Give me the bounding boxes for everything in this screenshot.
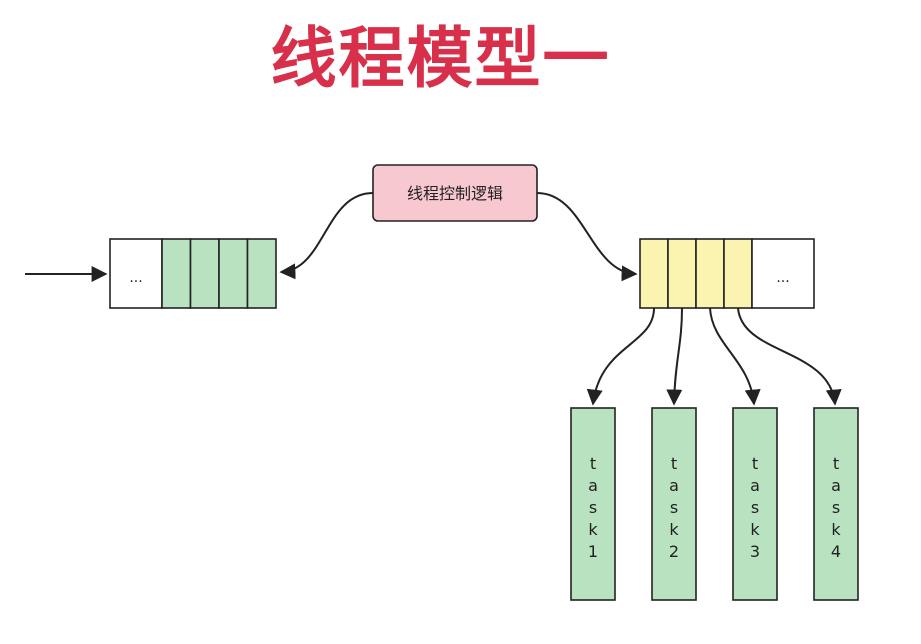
thread-controller: 线程控制逻辑	[372, 164, 538, 222]
worker-queue-slot	[667, 238, 697, 309]
input-queue-slot	[246, 238, 277, 309]
input-queue-overflow-label: ...	[129, 270, 142, 286]
queue-to-task3-arrow	[709, 307, 761, 406]
queue-to-task4-arrow	[737, 307, 842, 406]
input-queue-slot	[218, 238, 249, 309]
task-box	[813, 407, 859, 601]
input-queue: ...	[109, 238, 277, 309]
worker-queue-overflow-label: ...	[776, 270, 789, 286]
controller-label: 线程控制逻辑	[407, 184, 503, 203]
worker-queue-slot	[639, 238, 669, 309]
task-box	[651, 407, 697, 601]
controller-to-worker-arrow	[536, 192, 638, 282]
queue-to-task2-arrow	[666, 307, 683, 406]
controller-to-input-arrow	[279, 192, 374, 280]
input-queue-overflow-cell	[109, 238, 163, 309]
worker-queue-slot	[723, 238, 753, 309]
worker-queue-overflow-cell	[751, 238, 815, 309]
input-queue-slot	[161, 238, 192, 309]
task-box	[570, 407, 616, 601]
worker-queue: ...	[639, 238, 815, 309]
page-title: 线程模型一	[270, 20, 611, 97]
worker-queue-slot	[695, 238, 725, 309]
queue-to-task1-arrow	[586, 307, 655, 406]
task-box	[732, 407, 778, 601]
input-queue-slot	[189, 238, 220, 309]
